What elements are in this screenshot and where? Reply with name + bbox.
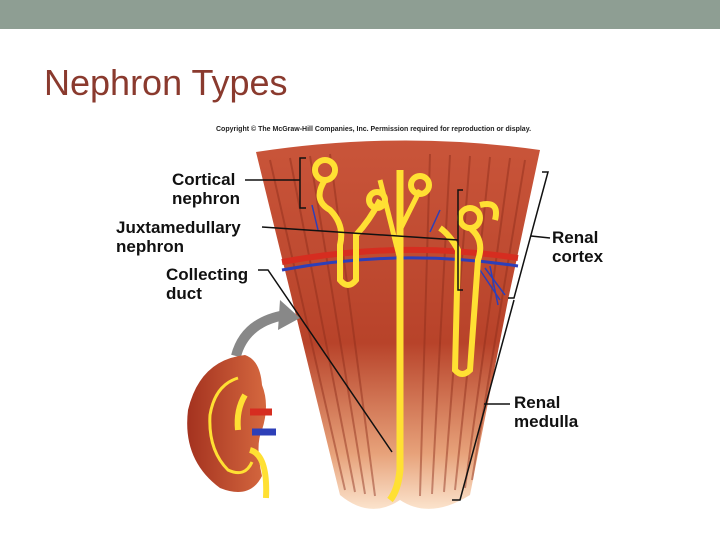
- renal-cortex-label: Renal cortex: [552, 228, 603, 266]
- kidney-inset: [187, 355, 276, 499]
- cortical-label-line2: nephron: [172, 189, 240, 208]
- renal-medulla-label: Renal medulla: [514, 393, 578, 431]
- cortex-label-line2: cortex: [552, 247, 604, 266]
- cortex-bracket: [508, 171, 549, 299]
- collecting-duct-label: Collecting duct: [166, 265, 248, 303]
- cortex-label-line1: Renal: [552, 228, 599, 247]
- slide-title: Nephron Types: [44, 62, 288, 103]
- interlobular-vessels: [311, 204, 506, 306]
- top-bar: [0, 0, 720, 29]
- collecting-label-line1: Collecting: [166, 265, 249, 284]
- copyright-notice: Copyright © The McGraw-Hill Companies, I…: [216, 126, 532, 133]
- tissue-striations: [269, 153, 526, 497]
- medulla-label-line1: Renal: [514, 393, 561, 412]
- collecting-leader: [258, 269, 393, 453]
- cortical-nephron: [312, 157, 432, 288]
- medulla-label-line2: medulla: [514, 412, 579, 431]
- pointer-arrowhead: [278, 300, 300, 330]
- juxtamedullary-nephron: [438, 201, 499, 377]
- juxta-label-line1: Juxtamedullary: [116, 218, 241, 237]
- medulla-bracket: [452, 299, 515, 501]
- collecting-label-line2: duct: [166, 284, 202, 303]
- collecting-duct: [387, 170, 404, 503]
- cortical-nephron-label: Cortical nephron: [172, 170, 240, 208]
- juxta-leader: [261, 226, 459, 241]
- pointer-arrow: [231, 310, 287, 358]
- cortical-label-line1: Cortical: [172, 170, 236, 189]
- cortical-bracket: [299, 157, 306, 209]
- juxtamedullary-nephron-label: Juxtamedullary nephron: [116, 218, 241, 256]
- cortex-leader: [530, 235, 551, 239]
- juxta-label-line2: nephron: [116, 237, 184, 256]
